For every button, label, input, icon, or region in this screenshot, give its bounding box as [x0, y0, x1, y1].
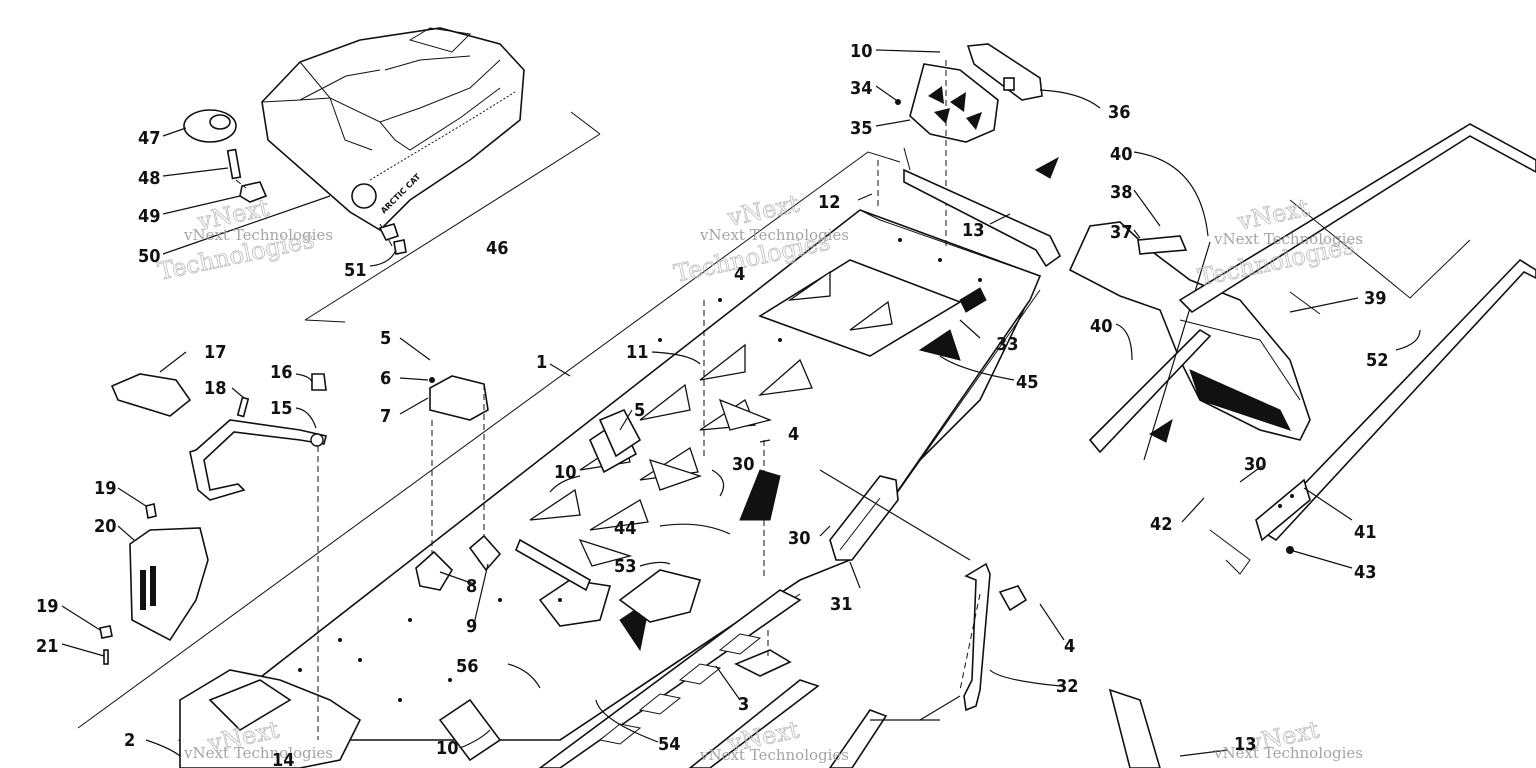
callout-21: 21 [36, 636, 59, 657]
watermark-text: vNext Technologies [183, 744, 333, 762]
callout-4: 4 [788, 424, 799, 445]
callout-labels: 10 34 35 36 12 13 40 38 37 39 40 52 47 4… [36, 41, 1389, 768]
callout-35: 35 [850, 118, 873, 139]
center-right-parts [703, 300, 1065, 721]
watermark-text: vNext Technologies [699, 226, 849, 244]
callout-18: 18 [204, 378, 227, 399]
callout-50: 50 [138, 246, 161, 267]
rear-rack [1108, 123, 1536, 768]
small-brackets [399, 337, 642, 625]
callout-39: 39 [1364, 288, 1387, 309]
callout-48: 48 [138, 168, 161, 189]
callout-40: 40 [1110, 144, 1133, 165]
callout-9: 9 [466, 616, 477, 637]
callout-19: 19 [94, 478, 117, 499]
watermark-text: vNext Technologies [1213, 230, 1363, 248]
callout-6: 6 [380, 368, 391, 389]
left-brace-parts [61, 351, 327, 740]
callout-44: 44 [614, 518, 637, 539]
callout-30: 30 [732, 454, 755, 475]
callout-4: 4 [1064, 636, 1075, 657]
callout-10: 10 [554, 462, 577, 483]
callout-36: 36 [1108, 102, 1131, 123]
callout-13: 13 [1234, 734, 1257, 755]
callout-51: 51 [344, 260, 367, 281]
seat-assembly: ARCTIC CAT [261, 27, 601, 323]
rear-bracket-parts [857, 43, 1101, 268]
callout-5: 5 [634, 400, 645, 421]
callout-47: 47 [138, 128, 161, 149]
callout-7: 7 [380, 406, 391, 427]
callout-16: 16 [270, 362, 293, 383]
callout-46: 46 [486, 238, 509, 259]
callout-2: 2 [124, 730, 135, 751]
callout-54: 54 [658, 734, 681, 755]
watermark-text: vNext Technologies [183, 226, 333, 244]
callout-41: 41 [1354, 522, 1377, 543]
watermark-text: vNext Technologies [699, 746, 849, 764]
tunnel-assembly [77, 151, 1042, 768]
callout-1: 1 [536, 352, 547, 373]
callout-32: 32 [1056, 676, 1079, 697]
callout-34: 34 [850, 78, 873, 99]
leader-lines [145, 319, 1229, 757]
callout-40: 40 [1090, 316, 1113, 337]
callout-15: 15 [270, 398, 293, 419]
callout-30: 30 [1244, 454, 1267, 475]
snowflap-assembly [1068, 151, 1359, 461]
callout-45: 45 [1016, 372, 1039, 393]
callout-19: 19 [36, 596, 59, 617]
callout-10: 10 [850, 41, 873, 62]
callout-10: 10 [436, 738, 459, 759]
callout-4: 4 [734, 264, 745, 285]
callout-33: 33 [996, 334, 1019, 355]
callout-52: 52 [1366, 350, 1389, 371]
callout-5: 5 [380, 328, 391, 349]
callout-11: 11 [626, 342, 649, 363]
callout-13: 13 [962, 220, 985, 241]
callout-49: 49 [138, 206, 161, 227]
callout-38: 38 [1110, 182, 1133, 203]
watermark-text: vNext Technologies [1213, 744, 1363, 762]
callout-20: 20 [94, 516, 117, 537]
callout-43: 43 [1354, 562, 1377, 583]
callout-42: 42 [1150, 514, 1173, 535]
callout-12: 12 [818, 192, 841, 213]
callout-56: 56 [456, 656, 479, 677]
callout-3: 3 [738, 694, 749, 715]
callout-30: 30 [788, 528, 811, 549]
callout-14: 14 [272, 750, 295, 768]
callout-37: 37 [1110, 222, 1133, 243]
callout-17: 17 [204, 342, 227, 363]
callout-31: 31 [830, 594, 853, 615]
callout-8: 8 [466, 576, 477, 597]
callout-53: 53 [614, 556, 637, 577]
seat-latch-parts [162, 109, 407, 267]
